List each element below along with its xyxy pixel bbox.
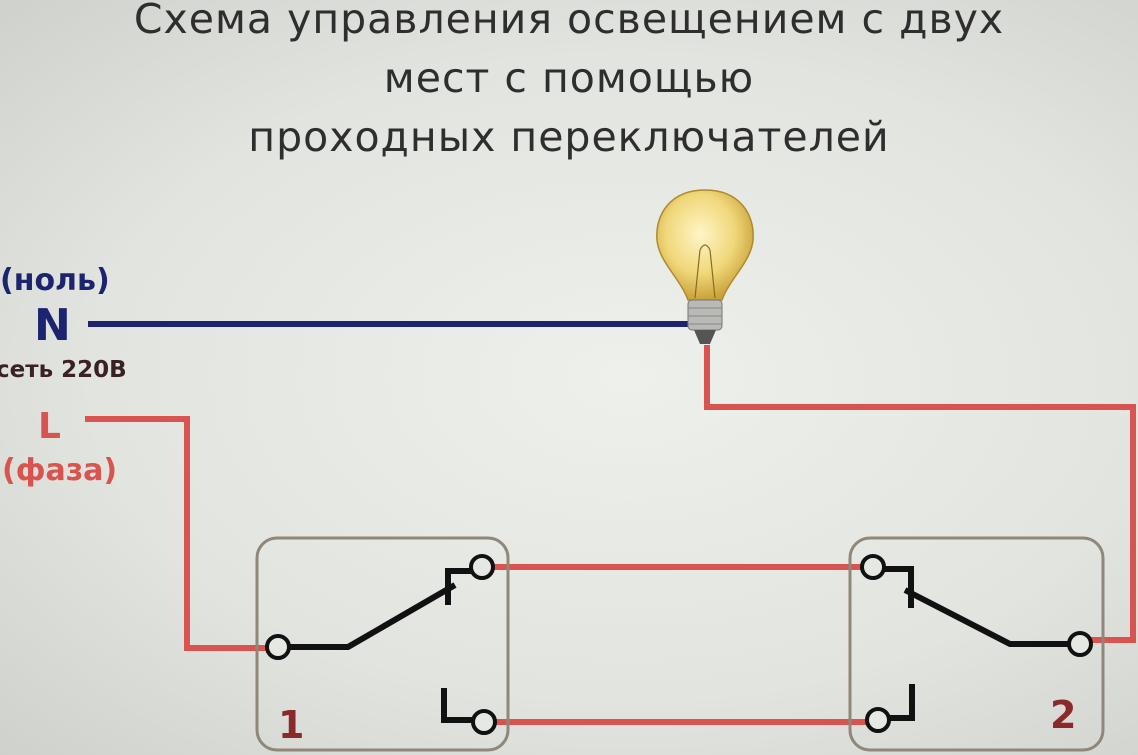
switch-2-common-terminal	[1067, 631, 1093, 657]
neutral-letter-label: N	[34, 300, 71, 351]
phase-name-label: (фаза)	[2, 453, 117, 488]
phase-wire-to-switch-1	[85, 416, 268, 651]
switch-2: 2	[848, 536, 1105, 752]
switch-1-lever	[290, 582, 457, 650]
switch-1-terminal-top	[469, 554, 495, 580]
title-line-1: Схема управления освещением с двух	[133, 0, 1005, 43]
network-voltage-label: сеть 220В	[0, 357, 127, 383]
switch-2-terminal-bottom	[865, 707, 891, 733]
phase-letter-label: L	[38, 406, 61, 447]
title-line-2: мест с помощью	[383, 54, 755, 102]
switch-1-number: 1	[278, 703, 304, 747]
switch-1: 1	[255, 536, 510, 752]
switch-2-number: 2	[1050, 693, 1076, 737]
switch-1-common-terminal	[265, 634, 291, 660]
lamp-wire-to-switch-2	[704, 345, 1136, 643]
switch-2-lever	[903, 587, 1068, 647]
switch-1-terminal-bottom	[471, 709, 497, 735]
neutral-name-label: (ноль)	[0, 263, 110, 298]
switch-2-terminal-top	[860, 554, 886, 580]
title-line-3: проходных переключателей	[248, 113, 890, 161]
light-bulb-icon	[656, 189, 754, 344]
